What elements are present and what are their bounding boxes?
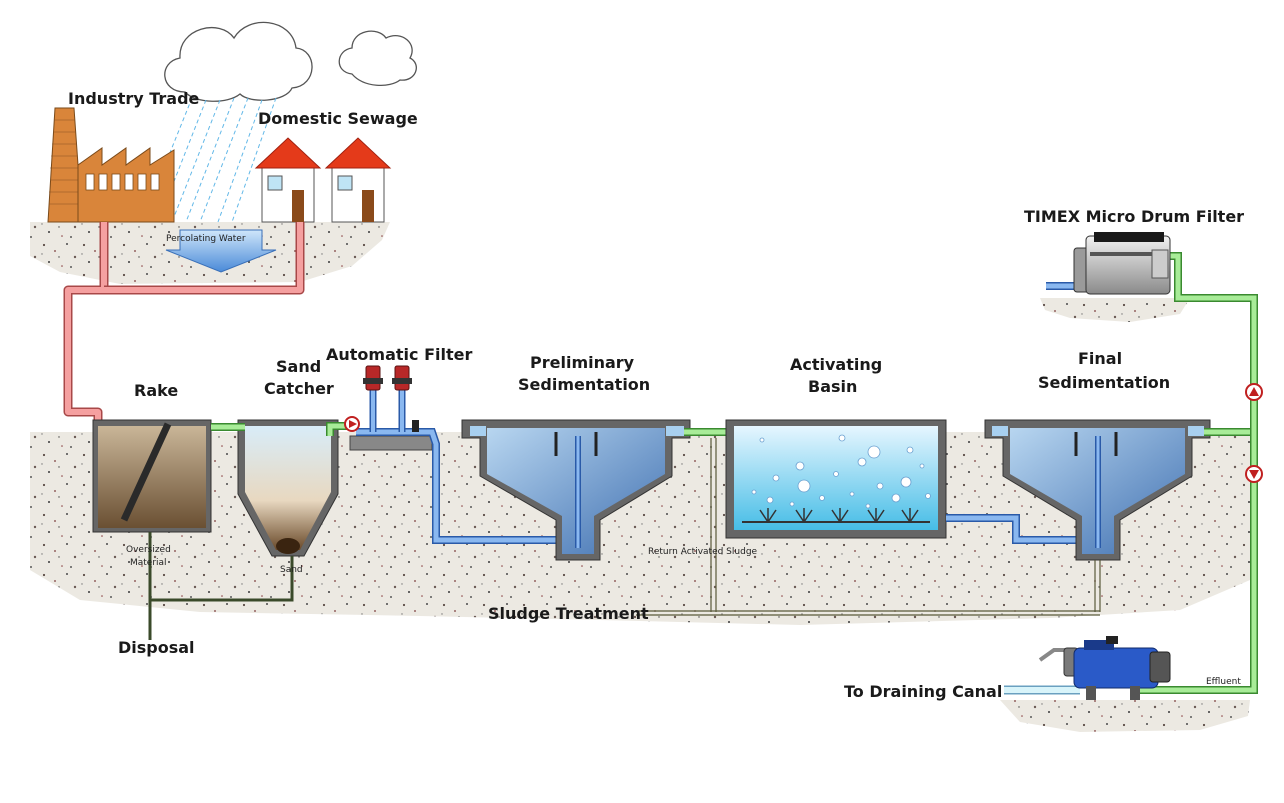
- rake-tank: [92, 419, 212, 640]
- cloud-left: [164, 21, 313, 102]
- label-activating-2: Basin: [808, 377, 857, 396]
- flow-arrow-down: [1245, 465, 1263, 483]
- return-sludge-line: [710, 438, 717, 612]
- label-domestic-sewage: Domestic Sewage: [258, 109, 418, 128]
- clean-riser-pipe: [1136, 252, 1258, 694]
- label-preliminary-2: Sedimentation: [518, 375, 650, 394]
- label-disposal: Disposal: [118, 638, 195, 657]
- label-rake: Rake: [134, 381, 178, 400]
- house-right: [324, 137, 392, 223]
- label-industry-trade: Industry Trade: [68, 89, 200, 108]
- timex-drum-filter: [1046, 232, 1171, 295]
- flow-arrow-up: [1245, 383, 1263, 401]
- percolating-arrow: [165, 229, 277, 273]
- label-sludge-treatment: Sludge Treatment: [488, 604, 649, 623]
- cloud-right: [338, 30, 417, 86]
- label-percolating-water: Percolating Water: [166, 234, 246, 244]
- ground-drum-filter: [1040, 298, 1190, 322]
- outfall-pump: [1004, 636, 1171, 700]
- label-final-2: Sedimentation: [1038, 373, 1170, 392]
- label-activating-1: Activating: [790, 355, 882, 374]
- label-to-draining-canal: To Draining Canal: [844, 682, 1002, 701]
- label-return-sludge: Return Activated Sludge: [648, 547, 758, 557]
- preliminary-sedimentation-tank: [461, 419, 691, 561]
- label-sand: Sand: [280, 565, 303, 575]
- label-sand-catcher-1: Sand: [276, 357, 321, 376]
- factory: [47, 107, 175, 223]
- label-automatic-filter: Automatic Filter: [326, 345, 472, 364]
- final-sedimentation-tank: [984, 419, 1211, 612]
- sewage-pipe: [63, 222, 305, 430]
- sludge-treatment-line: [636, 610, 1100, 616]
- label-oversized-2: Material: [130, 558, 167, 568]
- label-timex-drum-filter: TIMEX Micro Drum Filter: [1024, 207, 1244, 226]
- house-left: [254, 137, 322, 223]
- activating-basin: [725, 419, 947, 539]
- label-final-1: Final: [1078, 349, 1122, 368]
- label-preliminary-1: Preliminary: [530, 353, 635, 372]
- label-effluent: Effluent: [1206, 677, 1241, 687]
- label-sand-catcher-2: Catcher: [264, 379, 334, 398]
- label-oversized-1: Oversized: [126, 545, 171, 555]
- ground-outfall: [1000, 700, 1250, 732]
- pipe-activating-final: [946, 514, 1098, 544]
- sand-catcher: [150, 419, 339, 602]
- automatic-filter: [326, 365, 556, 544]
